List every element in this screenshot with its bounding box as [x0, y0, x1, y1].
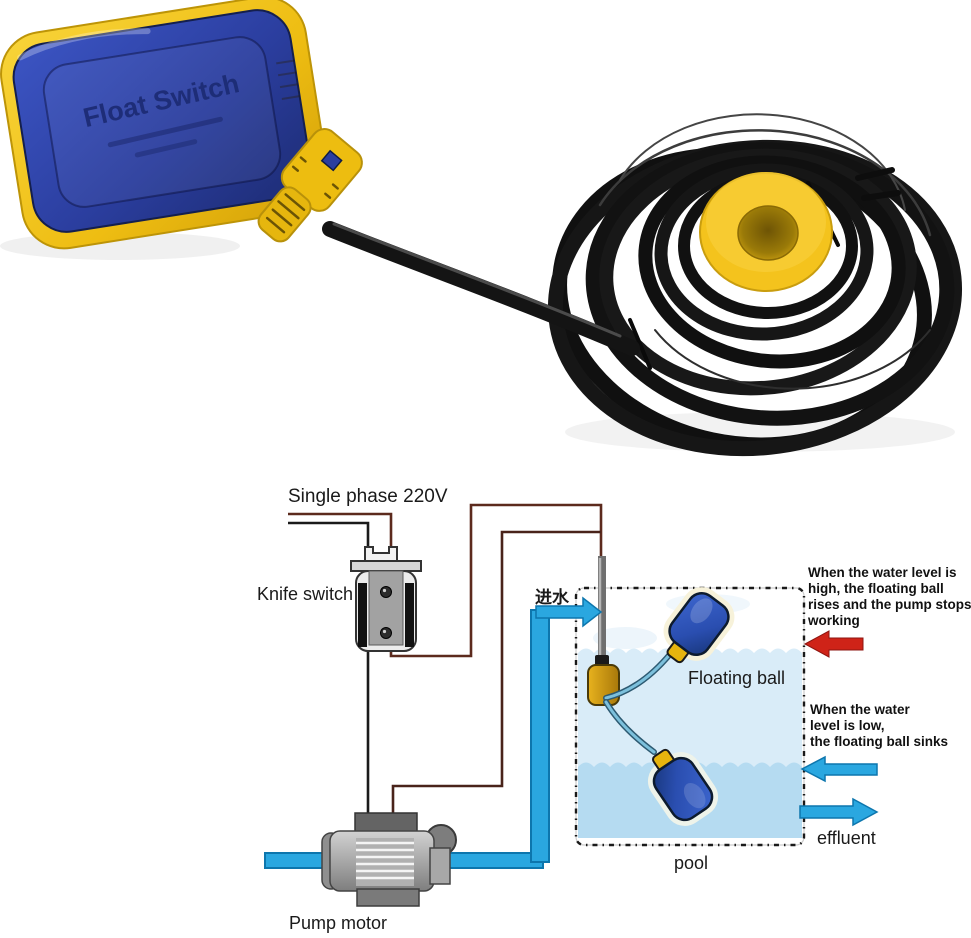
low-level-arrow-icon: [800, 755, 878, 783]
note-high-water: When the water level is high, the floati…: [808, 565, 971, 628]
live-wire-to-float: [389, 503, 603, 658]
circuit-wires: [288, 503, 603, 818]
label-floating-ball: Floating ball: [688, 668, 786, 688]
red-arrow-icon: [803, 630, 864, 658]
label-water-inlet: 进水: [535, 588, 569, 607]
float-switch-in-pool: [587, 556, 735, 826]
float-switch-body: Float Switch: [0, 0, 329, 250]
inlet-arrow-icon: [535, 596, 603, 628]
water-high: [578, 648, 802, 774]
pump-pipe-vertical: [530, 609, 550, 863]
zip-tie-icon: [628, 318, 652, 370]
cable-wire-tips: [855, 167, 901, 201]
floating-ball-high: [663, 587, 735, 664]
cable-coil: [547, 113, 963, 457]
knife-switch-symbol: [350, 546, 422, 652]
cable-lead: [322, 221, 640, 356]
wiring-diagram: [264, 503, 879, 907]
cable-gland: [257, 128, 363, 243]
pool-box: [574, 586, 806, 847]
effluent-arrow-icon: [799, 797, 879, 827]
neutral-wire: [288, 521, 370, 563]
product-photo: Float Switch: [0, 0, 963, 457]
float-return-wire: [391, 530, 601, 818]
gland-window: [320, 149, 343, 172]
label-pool: pool: [674, 853, 709, 873]
spool-ring: [699, 172, 833, 292]
label-effluent: effluent: [817, 828, 876, 848]
label-single-phase: Single phase 220V: [288, 486, 448, 507]
note-low-water: When the water level is low, the floatin…: [810, 702, 949, 749]
label-pump-motor: Pump motor: [289, 913, 388, 933]
pump-motor-symbol: [321, 812, 457, 907]
floating-ball-low: [647, 748, 719, 826]
label-knife-switch: Knife switch: [257, 584, 354, 604]
